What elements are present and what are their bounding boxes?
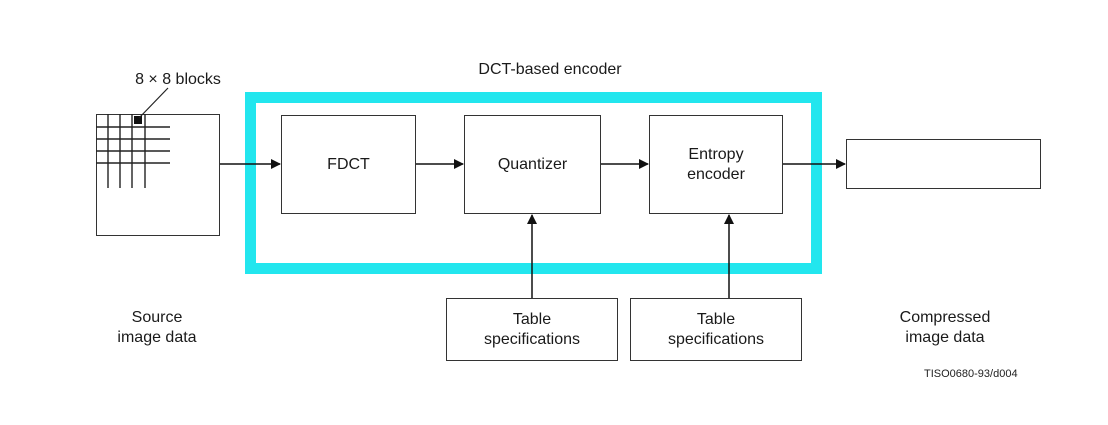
table-spec-label-1: Table specifications [483, 310, 581, 348]
figure-reference-code: TISO0680-93/d004 [924, 368, 1018, 380]
source-image-label: Source image data [117, 309, 197, 346]
compressed-image-label: Compressed image data [899, 309, 991, 346]
table-spec-label-2: Table specifications [667, 310, 765, 348]
encoder-frame [245, 92, 822, 274]
table-spec-box-quantizer: Table specifications [446, 298, 618, 361]
block-label-leader [138, 87, 169, 119]
fdct-label: FDCT [327, 155, 370, 173]
quantizer-box: Quantizer [464, 115, 601, 214]
encoder-title: DCT-based encoder [478, 61, 622, 78]
source-image-box [96, 114, 220, 236]
table-spec-box-entropy: Table specifications [630, 298, 802, 361]
blocks-label: 8 × 8 blocks [135, 71, 221, 88]
entropy-encoder-label: Entropy encoder [687, 145, 745, 183]
compressed-output-box [846, 139, 1041, 189]
quantizer-label: Quantizer [497, 155, 568, 173]
block-marker [134, 116, 142, 124]
fdct-box: FDCT [281, 115, 416, 214]
block-grid [96, 114, 170, 188]
entropy-encoder-box: Entropy encoder [649, 115, 783, 214]
